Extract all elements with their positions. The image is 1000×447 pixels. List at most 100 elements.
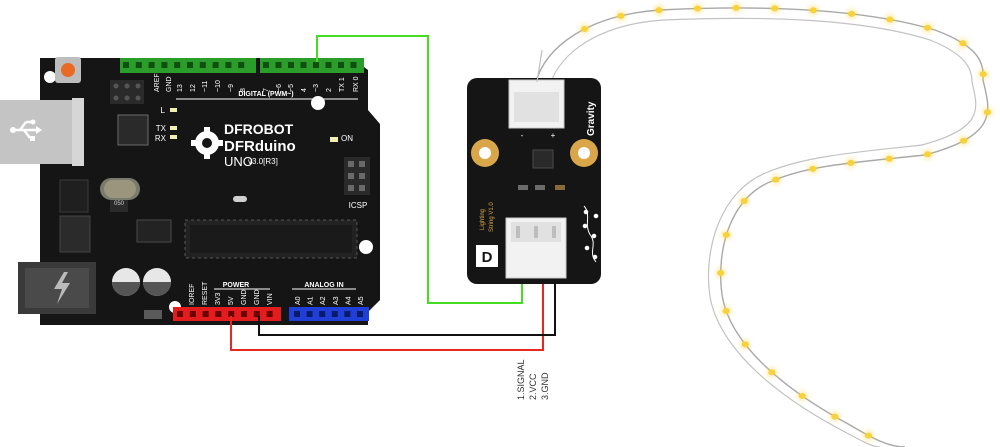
analog-pin-label: A1	[308, 296, 315, 305]
header-pin	[123, 62, 129, 68]
header-pin	[189, 311, 196, 317]
header-pin	[202, 311, 209, 317]
connector-minus: -	[521, 131, 524, 140]
led-bulb	[847, 159, 855, 166]
chip-label: 050	[114, 201, 125, 207]
led-l	[170, 108, 177, 112]
pin-label: ~3	[313, 84, 320, 92]
wires	[230, 35, 556, 351]
pin-label: ~6	[276, 84, 283, 92]
led-bulb	[722, 231, 730, 238]
icsp-header: ICSP	[344, 157, 370, 210]
dfrobot-d-logo	[476, 245, 498, 267]
header-pin	[238, 62, 245, 68]
pin-label: 12	[190, 84, 197, 92]
usb-port	[0, 98, 84, 166]
mounting-hole	[359, 240, 373, 254]
pin-label: ~5	[288, 84, 295, 92]
led-bulb	[741, 341, 749, 348]
power-pin-label: GND	[241, 289, 248, 305]
usb-chip	[117, 114, 149, 146]
dc-jack	[18, 262, 96, 314]
led-rx	[170, 135, 177, 139]
led-bulb	[732, 4, 740, 11]
led-bulb	[924, 24, 932, 31]
pin-label: ~9	[228, 84, 235, 92]
header-pin	[174, 62, 181, 68]
header-pin	[294, 311, 300, 317]
led-bulb	[722, 307, 730, 314]
pin-label: 8	[240, 88, 247, 92]
header-pin	[241, 311, 247, 317]
legend-vcc: 2.VCC	[528, 373, 538, 400]
header-pin	[325, 62, 332, 68]
led-bulb	[959, 40, 967, 47]
connector-plus: +	[551, 131, 556, 140]
analog-pin-label: A0	[295, 296, 302, 305]
led-bulb	[693, 5, 702, 12]
pin-label: TX 1	[339, 77, 346, 92]
analog-pin-label: A3	[333, 296, 340, 305]
led-bulb	[886, 16, 894, 23]
pin-label: 7	[263, 88, 270, 92]
module-name-line1: Lighting	[480, 209, 486, 230]
logo-name: DFRduino	[224, 138, 296, 155]
header-pin	[288, 62, 294, 68]
led-bulb	[848, 10, 856, 17]
led-bulb	[798, 392, 806, 399]
led-on	[330, 137, 338, 142]
header-pin	[350, 62, 357, 68]
led-bulb	[772, 176, 780, 183]
header-pin	[331, 311, 338, 317]
led-bulb	[771, 5, 779, 12]
led-bulb	[885, 155, 893, 162]
pin-label: 4	[301, 88, 308, 92]
header-pin	[344, 311, 351, 317]
digital-header-label: DIGITAL (PWM~)	[238, 91, 293, 98]
reset-button-cap[interactable]	[61, 63, 75, 77]
header-pin	[306, 311, 313, 317]
pin-label: GND	[166, 76, 173, 92]
power-pin-label: 3V3	[215, 292, 222, 305]
led-bulb	[581, 25, 589, 32]
logo-brand: DFROBOT	[224, 121, 294, 137]
led-bulb	[979, 71, 987, 78]
legend-gnd: 3.GND	[540, 372, 550, 400]
power-pin-label: 5V	[228, 296, 235, 305]
dfrobot-logo: DFROBOT DFRduino UNO v3.0[R3]	[191, 121, 296, 169]
header-pin	[338, 62, 344, 68]
module-pcb	[467, 78, 601, 284]
main-chip	[190, 225, 352, 253]
signal-wire	[316, 35, 523, 304]
header-pin	[319, 311, 326, 317]
led-label-tx: TX	[156, 124, 167, 133]
pin-label: AREF	[154, 73, 161, 92]
led-label-l: L	[161, 106, 166, 115]
logo-model: UNO	[224, 154, 253, 169]
led-bulb	[983, 109, 992, 116]
pin-label: 2	[326, 88, 333, 92]
header-pin	[199, 62, 206, 68]
arduino-board: 050 L TX RX	[0, 57, 380, 325]
led-bulb	[809, 7, 817, 14]
analog-pin-label: A2	[320, 296, 327, 305]
header-pin	[253, 311, 260, 317]
led-bulb	[831, 413, 839, 420]
module-name-line2: String V1.0	[489, 202, 495, 232]
header-pin	[263, 62, 269, 68]
logo-version: v3.0[R3]	[248, 157, 278, 166]
power-header-label: POWER	[223, 282, 249, 289]
header-pin	[275, 62, 282, 68]
pin-label: RX 0	[353, 76, 360, 92]
led-bulb	[960, 137, 968, 144]
header-pin	[135, 62, 142, 68]
header-pin	[215, 311, 222, 317]
pin-label: ~11	[202, 81, 209, 92]
header-pin	[148, 62, 155, 68]
header-pin	[225, 62, 232, 68]
mounting-hole	[44, 71, 56, 83]
led-bulb	[740, 197, 748, 204]
